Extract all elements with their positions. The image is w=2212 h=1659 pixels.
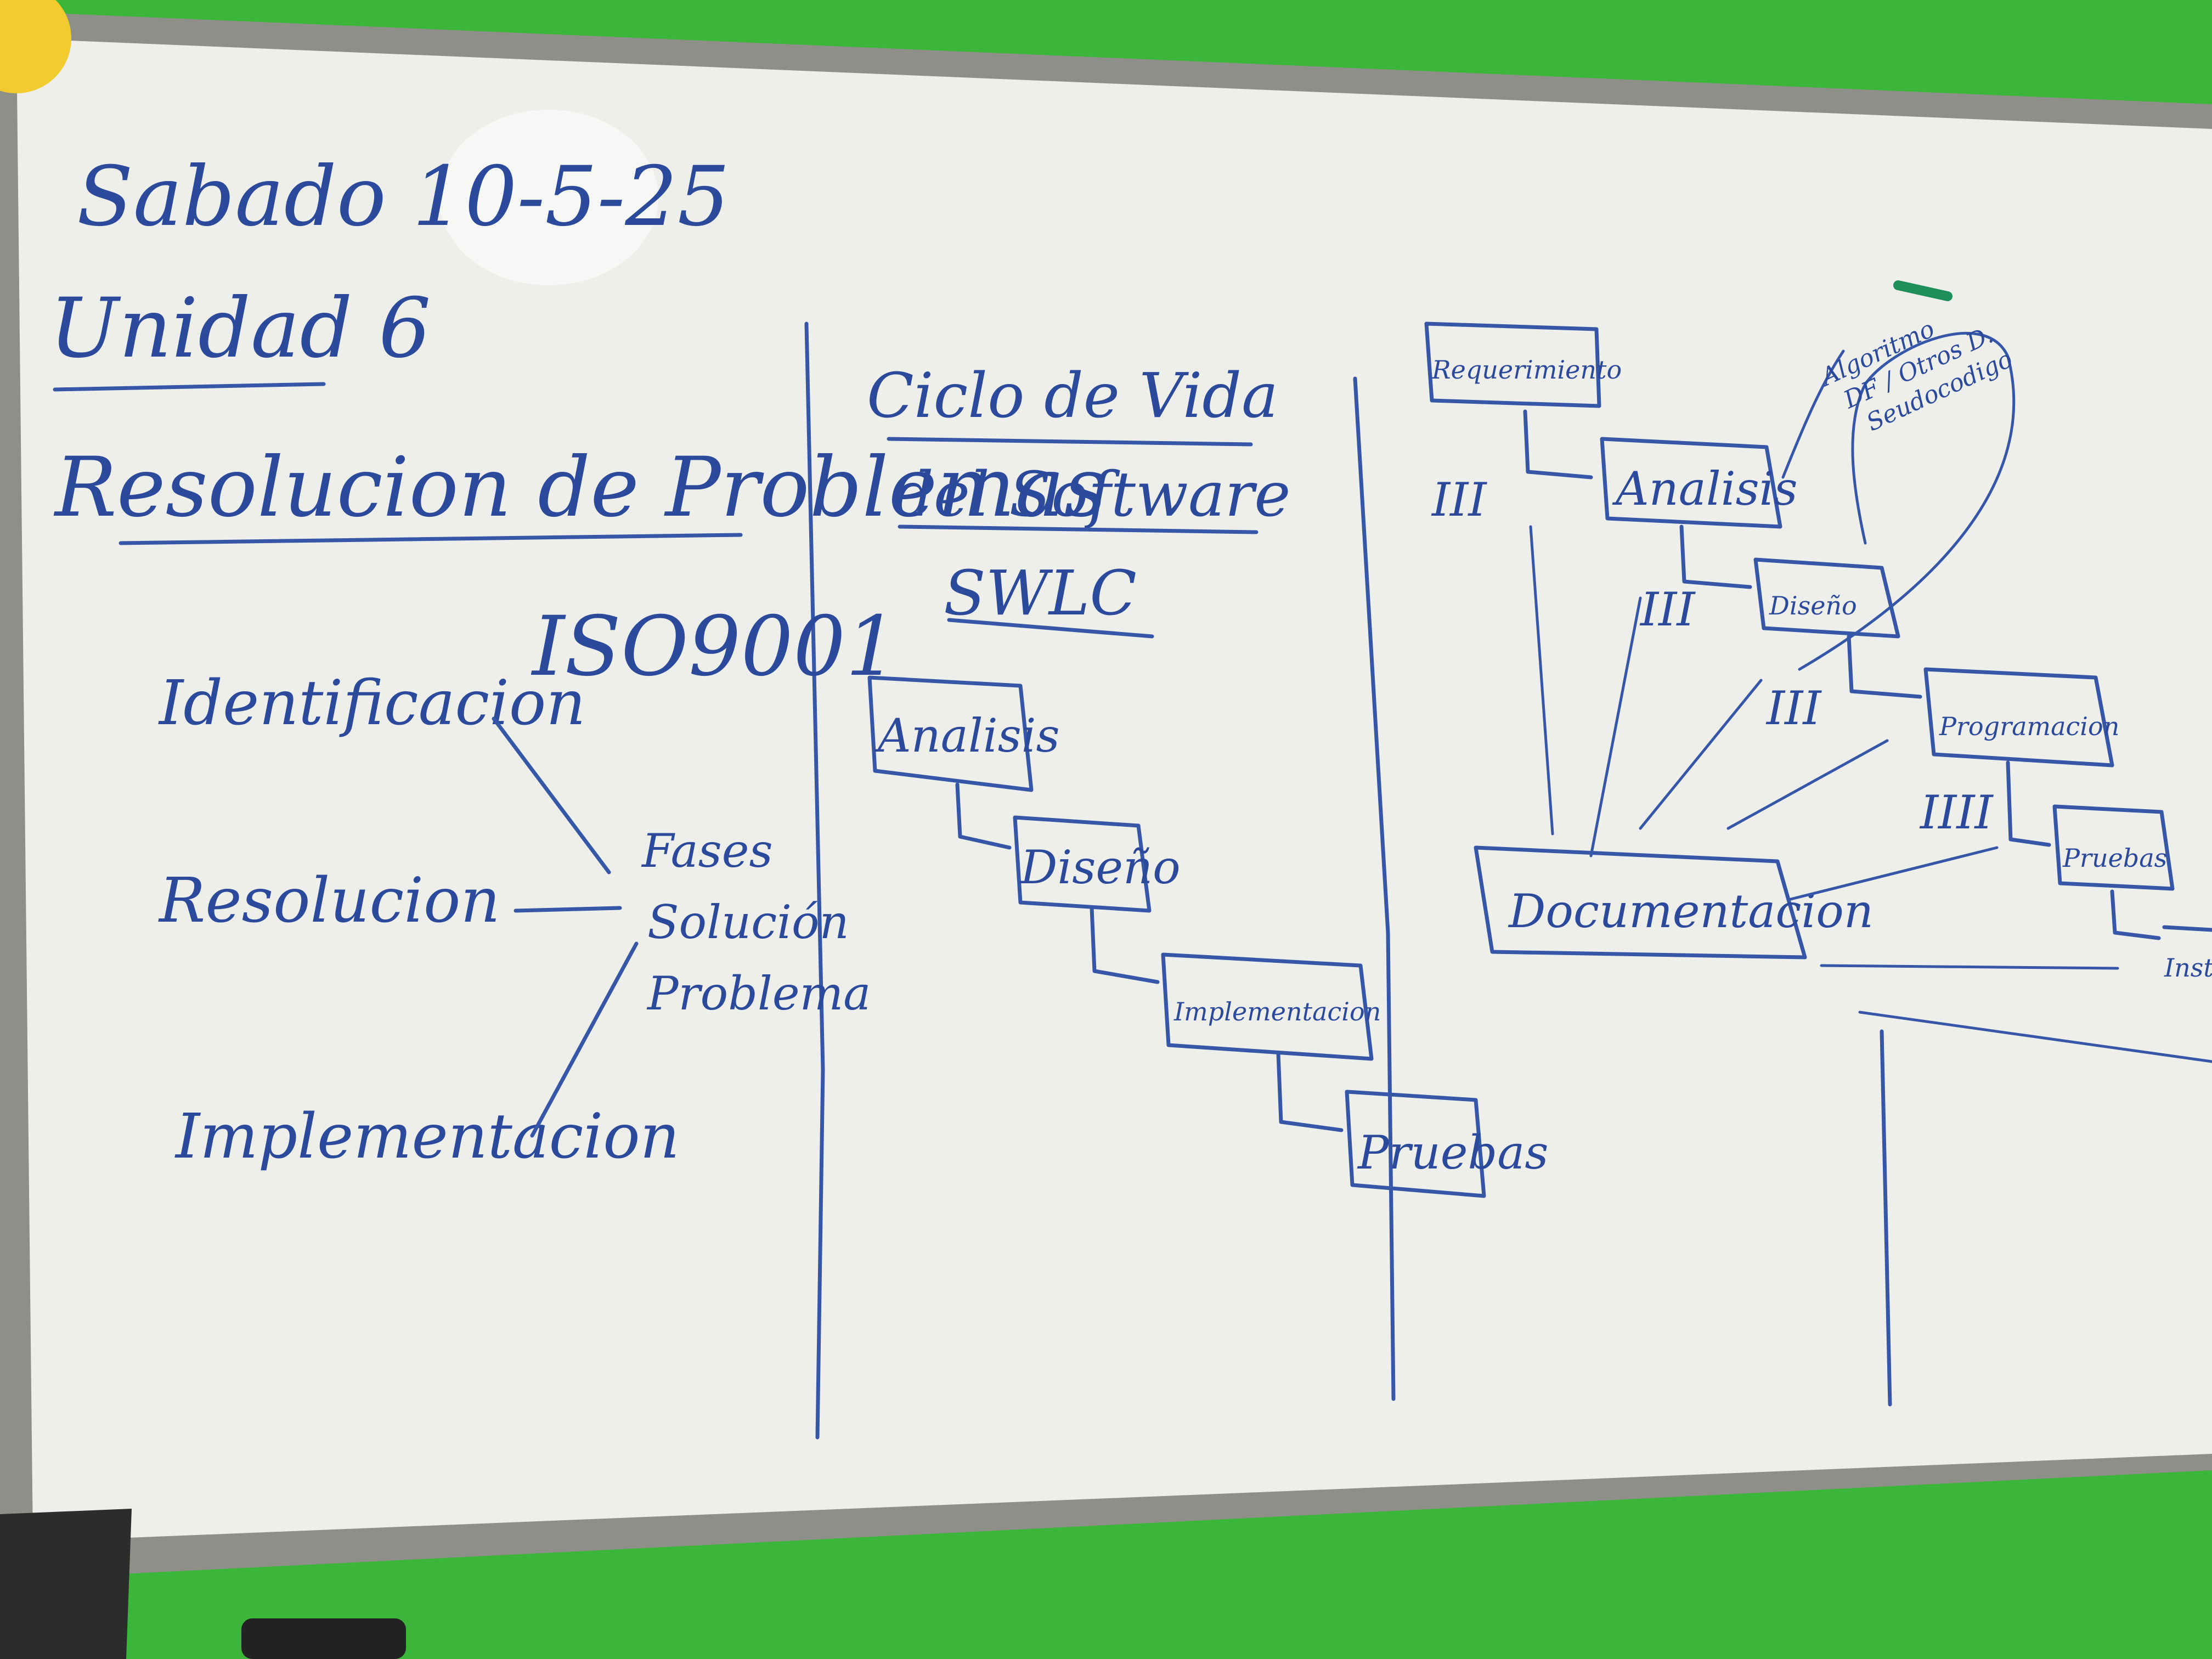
cup-lid xyxy=(241,1618,406,1659)
sdlc-title-underline2 xyxy=(898,524,1259,534)
waterfall-step-1: Analisis xyxy=(867,675,1060,792)
topic-title: Resolucion de Problemas xyxy=(53,440,1107,535)
hub-line-diseno xyxy=(1639,679,1763,830)
divider-left xyxy=(804,321,825,1440)
green-marker-smudge xyxy=(1893,280,1953,301)
model-step-requerimiento-label: Requerimiento xyxy=(1431,355,1622,385)
arrow-programacion-pruebas xyxy=(2006,760,2051,847)
tally-1: III xyxy=(1431,473,1487,527)
sdlc-title-underline1 xyxy=(887,437,1253,447)
light-glare xyxy=(439,110,658,285)
phase-identificacion: Identificacion xyxy=(158,668,586,739)
hub-line-analisis xyxy=(1589,596,1642,857)
hub-line-insta xyxy=(1820,964,2119,970)
standard-text: ISO9001 xyxy=(531,599,898,695)
phase-implementacion: Implementacion xyxy=(174,1101,680,1172)
model-step-requerimiento: Requerimiento xyxy=(1424,321,1622,408)
connector-resolucion xyxy=(514,906,622,913)
tally-4: IIII xyxy=(1919,786,1994,839)
phase-resolucion: Resolucion xyxy=(158,865,500,936)
arrow-req-analisis xyxy=(1523,409,1593,479)
arrow-diseno-programacion xyxy=(1847,634,1922,699)
waterfall-step-3: Implementacion xyxy=(1161,952,1381,1061)
waterfall-step-1-label: Analisis xyxy=(874,709,1060,763)
waterfall-step-3-label: Implementacion xyxy=(1173,997,1381,1026)
unit-underline xyxy=(53,382,326,392)
hub-line-requerimiento xyxy=(1529,525,1554,836)
model-step-insta-label: Insta xyxy=(2164,953,2212,983)
waterfall-step-2-label: Diseño xyxy=(1019,840,1181,894)
sdlc-acronym: SWLC xyxy=(944,558,1137,629)
sdlc-title-line2: del Software xyxy=(894,459,1290,531)
yellow-sticker xyxy=(0,0,71,93)
phases-label-line2: Solución xyxy=(647,895,849,949)
model-step-analisis: Analisis xyxy=(1600,437,1798,529)
waterfall-step-2: Diseño xyxy=(1013,815,1181,913)
model-step-pruebas: Pruebas xyxy=(2052,804,2175,891)
arrow-step-1-2 xyxy=(955,782,1012,850)
model-step-pruebas-label: Pruebas xyxy=(2062,843,2167,873)
model-step-insta: Insta xyxy=(2162,925,2212,983)
divider-right xyxy=(1353,376,1396,1401)
side-note-pointer xyxy=(1781,349,1845,479)
hub-line-lower xyxy=(1858,1011,2212,1063)
unit-title: Unidad 6 xyxy=(49,281,431,376)
tally-2: III xyxy=(1639,583,1696,636)
model-step-diseno-label: Diseño xyxy=(1769,591,1857,620)
model-step-diseno: Diseño xyxy=(1753,557,1900,639)
date-text: Sabado 10-5-25 xyxy=(77,149,730,245)
tally-3: III xyxy=(1765,681,1822,735)
phases-label-line3: Problema xyxy=(646,967,871,1020)
phases-label-line1: Fases xyxy=(641,824,773,878)
arrow-step-3-4 xyxy=(1276,1051,1344,1132)
sdlc-acronym-underline xyxy=(947,618,1154,639)
connector-identificacion xyxy=(492,716,611,874)
arrow-step-2-3 xyxy=(1090,906,1160,984)
hub-line-pruebas xyxy=(1787,846,1999,901)
model-step-analisis-label: Analisis xyxy=(1612,462,1798,516)
sdlc-title-line1: Ciclo de Vida xyxy=(867,360,1278,432)
board-surface xyxy=(16,38,2212,1542)
arrow-pruebas-insta xyxy=(2110,889,2161,940)
arrow-analisis-diseno xyxy=(1679,524,1752,589)
waterfall-step-4: Pruebas xyxy=(1345,1090,1548,1198)
connector-implementacion xyxy=(530,941,639,1138)
waterfall-step-4-label: Pruebas xyxy=(1357,1126,1548,1180)
model-step-programacion-label: Programacion xyxy=(1939,712,2119,741)
model-step-programacion: Programacion xyxy=(1923,667,2119,768)
side-note-bubble xyxy=(1798,331,2016,671)
topic-underline xyxy=(119,533,743,545)
divider-far-right xyxy=(1880,1029,1892,1407)
hub-line-programacion xyxy=(1726,739,1889,830)
laptop-corner xyxy=(0,1509,132,1659)
